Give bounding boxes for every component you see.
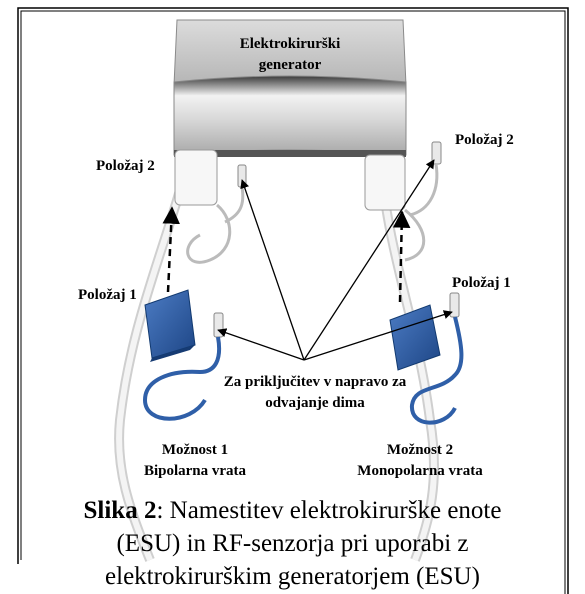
- caption-label: Slika 2: [83, 497, 157, 524]
- right-cable: [380, 199, 439, 562]
- left-position1-label: Položaj 1: [78, 287, 137, 303]
- left-module-position2: [174, 149, 247, 264]
- connector-note: Za priključitev v napravo za odvajanje d…: [190, 372, 440, 414]
- right-blue-sensor: [389, 292, 464, 425]
- left-position-arrow: [162, 206, 180, 293]
- option1-title: Možnost 1: [161, 442, 229, 458]
- figure-caption: Slika 2: Namestitev elektrokirurške enot…: [20, 494, 565, 593]
- caption-line3: elektrokirurškim generatorjem (ESU): [105, 563, 480, 590]
- right-position-arrow: [392, 210, 411, 303]
- option1-label: Možnost 1 Bipolarna vrata: [130, 440, 260, 482]
- connector-note-line1: Za priključitev v napravo za: [223, 374, 407, 390]
- option2-label: Možnost 2 Monopolarna vrata: [340, 440, 500, 482]
- generator-label: Elektrokirurški generator: [200, 34, 380, 76]
- option2-title: Možnost 2: [386, 442, 454, 458]
- left-blue-sensor: [142, 289, 224, 421]
- option2-subtitle: Monopolarna vrata: [357, 463, 483, 479]
- caption-line1: : Namestitev elektrokirurške enote: [156, 497, 502, 524]
- connector-arrows: [217, 159, 453, 361]
- option1-subtitle: Bipolarna vrata: [143, 463, 247, 479]
- connector-note-line2: odvajanje dima: [265, 395, 365, 411]
- caption-line2: (ESU) in RF-senzorja pri uporabi z: [116, 530, 469, 557]
- right-position2-label: Položaj 2: [455, 132, 514, 148]
- generator-unit: [173, 19, 407, 157]
- generator-label-line1: Elektrokirurški: [239, 36, 341, 52]
- right-module-position2: [364, 141, 442, 262]
- left-cable: [114, 188, 185, 562]
- right-position1-label: Položaj 1: [452, 275, 511, 291]
- left-position2-label: Položaj 2: [96, 158, 155, 174]
- generator-label-line2: generator: [258, 57, 322, 73]
